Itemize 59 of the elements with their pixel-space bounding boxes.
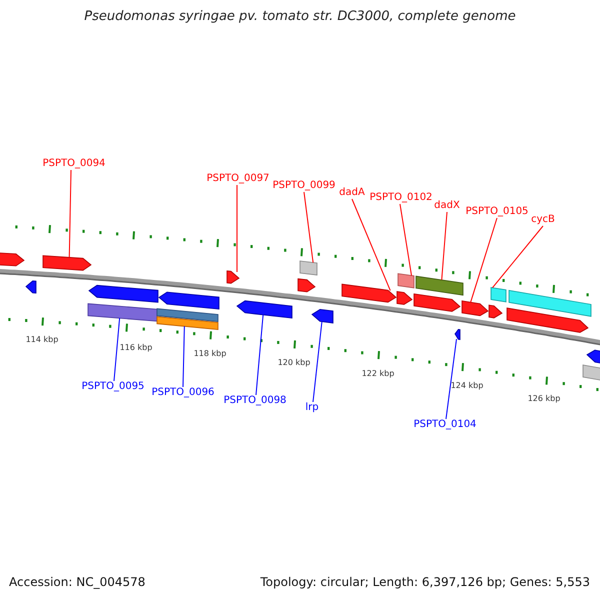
gene-feature [25,280,36,294]
gene-feature [236,300,292,319]
gene-block [508,290,592,317]
gene-feature [488,304,503,318]
gene-label: PSPTO_0095 [82,381,144,393]
gene-feature [158,292,220,310]
gene-feature [454,328,460,340]
gene-block [156,308,218,322]
leader-line [182,326,185,388]
gene-label: lrp [305,402,319,414]
leader-line [492,226,544,288]
gene-feature [586,350,600,364]
gene-label: dadA [339,187,365,199]
gene-label: PSPTO_0098 [224,395,286,407]
gene-feature [298,278,316,292]
leader-line [68,170,72,258]
scale-label: 120 kbp [278,357,310,369]
gene-feature [311,308,334,324]
gene-label: PSPTO_0102 [370,192,432,204]
gene-label: dadX [434,200,460,212]
leader-line [312,321,322,402]
scale-label: 118 kbp [194,348,226,360]
gene-block [156,316,218,330]
leader-line [256,314,264,396]
gene-label: cycB [531,214,555,226]
accession-text: Accession: NC_004578 [9,576,146,588]
gene-feature [88,284,158,303]
scale-label: 114 kbp [26,334,58,346]
gene-feature [42,255,92,271]
gene-block [398,273,414,288]
gene-label: PSPTO_0097 [206,173,270,185]
leader-line [304,192,314,264]
scale-label: 124 kbp [450,380,484,392]
scale-label: 126 kbp [528,393,560,405]
gene-label: PSPTO_0094 [42,158,106,170]
gene-feature [396,291,413,305]
gene-block [300,260,318,276]
leader-line [114,318,120,382]
gene-block [582,364,600,382]
leader-line [400,204,412,276]
leader-line [236,184,238,272]
leader-line [441,212,448,280]
gene-block [88,303,158,322]
leader-line [352,198,391,292]
gene-block [416,276,464,296]
leader-line [470,218,498,303]
leader-line [446,338,457,420]
scale-label: 122 kbp [362,368,394,380]
gene-feature [226,270,240,284]
gene-label: PSPTO_0099 [272,180,336,192]
gene-feature [506,308,589,333]
gene-block [490,287,506,302]
gene-label: PSPTO_0096 [152,387,214,399]
gene-feature [0,252,25,266]
gene-label: PSPTO_0104 [414,419,476,431]
genome-info-text: Topology: circular; Length: 6,397,126 bp; Genes: 5,553 [260,576,590,588]
scale-label: 116 kbp [120,342,152,354]
diagram-title: Pseudomonas syringae pv. tomato str. DC3000, complete genome [84,11,516,23]
gene-label: PSPTO_0105 [466,206,528,218]
